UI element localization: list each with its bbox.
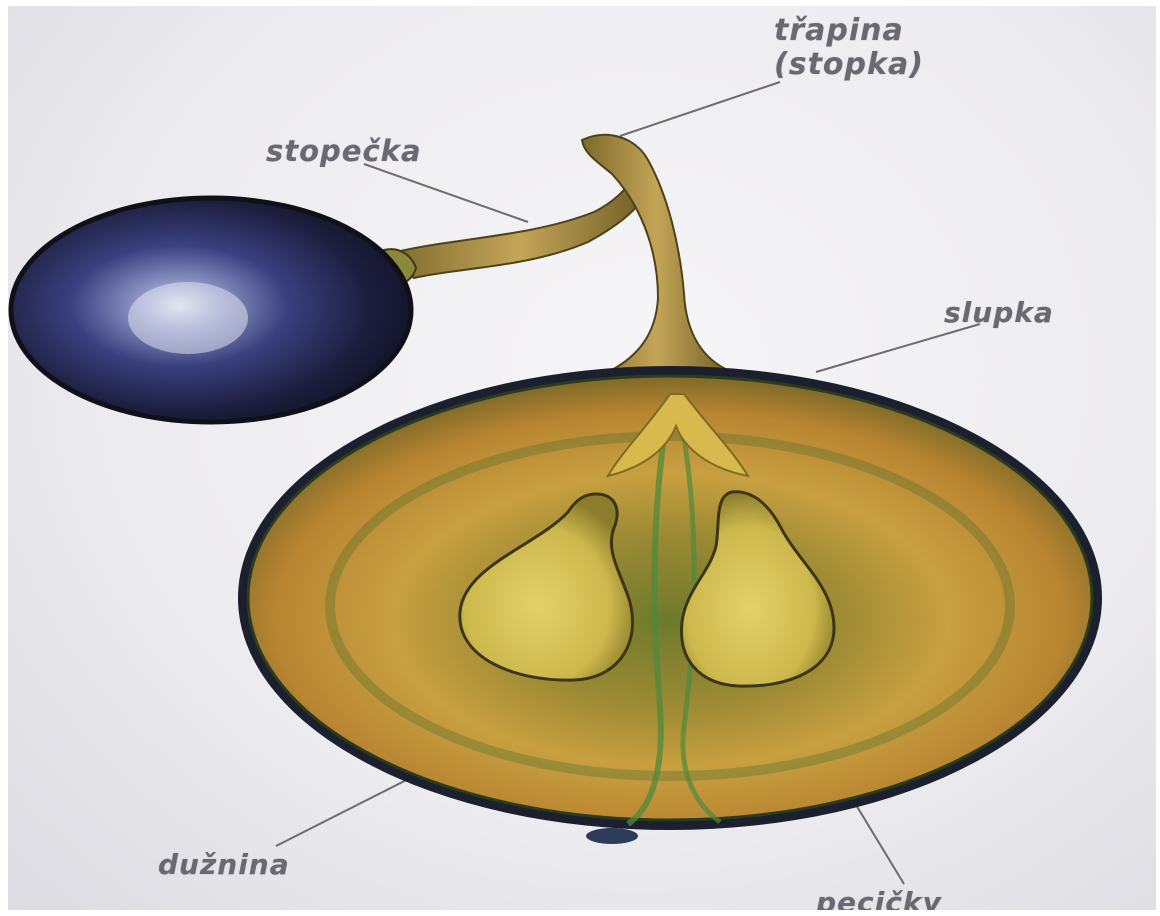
label-duznina: dužnina — [158, 848, 290, 881]
label-stopecka: stopečka — [266, 134, 422, 168]
stem-group — [384, 135, 732, 374]
slupka-pointer-line — [816, 324, 980, 372]
whole-grape — [11, 198, 411, 422]
label-trapina-line2: (stopka) — [774, 48, 924, 82]
pedicel-stem — [388, 174, 650, 278]
flesh — [248, 376, 1092, 820]
grape-anatomy-illustration: třapina (stopka) stopečka slupka dužnina… — [8, 6, 1156, 910]
trapina-pointer-line — [620, 82, 780, 136]
grape-cross-section — [238, 366, 1102, 844]
stopecka-pointer-line — [364, 164, 528, 222]
label-trapina-line1: třapina — [774, 14, 924, 48]
label-trapina: třapina (stopka) — [774, 14, 924, 82]
grape-highlight — [128, 282, 248, 354]
label-slupka: slupka — [944, 296, 1054, 329]
label-pecicky: pecičky — [816, 886, 942, 910]
grape-anatomy-drawing — [8, 6, 1156, 910]
main-stem — [582, 135, 732, 374]
bottom-scar — [586, 828, 638, 844]
